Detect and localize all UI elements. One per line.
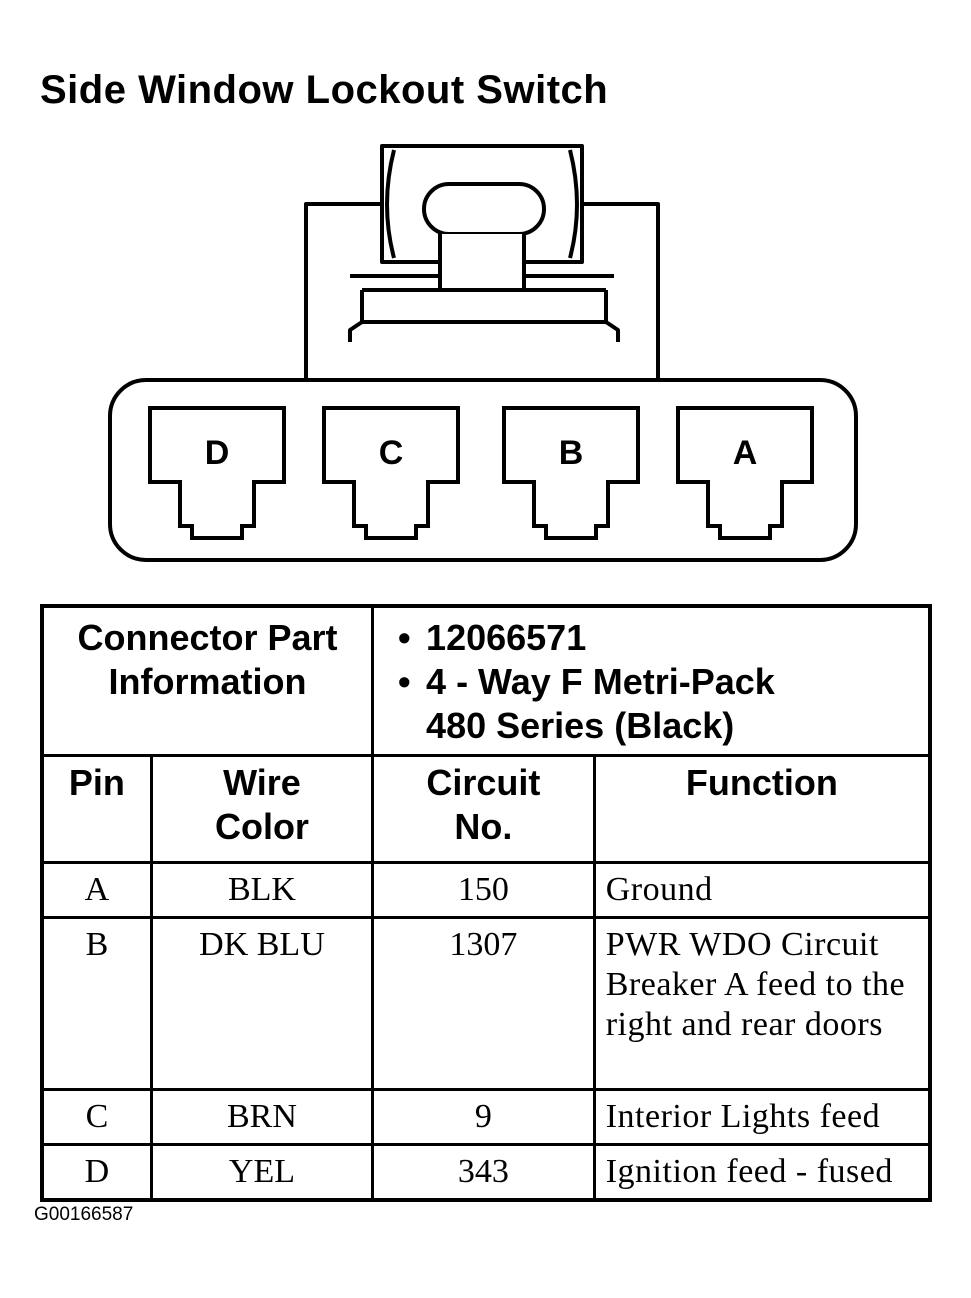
table-row: B DK BLU 1307 PWR WDO Circuit Breaker A … [40, 916, 932, 1091]
cavity-label: D [205, 434, 230, 472]
wire-color-cell: BLK [149, 861, 375, 919]
connector-cavity [502, 406, 640, 540]
cavity-label: C [379, 434, 404, 472]
pin-cell: A [40, 861, 153, 919]
connector-cavity [148, 406, 286, 540]
table-row: D YEL 343 Ignition feed - fused [40, 1143, 932, 1202]
pin-cell: C [40, 1088, 153, 1146]
table-row: A BLK 150 Ground [40, 861, 932, 919]
figure-id: G00166587 [34, 1204, 134, 1225]
circuit-no-cell: 9 [371, 1088, 596, 1146]
function-cell: PWR WDO Circuit Breaker A feed to the ri… [592, 916, 932, 1091]
part-number: 12066571 [426, 617, 587, 658]
part-type: 4 - Way F Metri-Pack [426, 661, 775, 702]
column-header-row: Pin Wire Color Circuit No. Function [40, 754, 932, 864]
connector-cavity [676, 406, 814, 540]
wire-color-cell: BRN [149, 1088, 375, 1146]
pin-cell: D [40, 1143, 153, 1202]
pin-cell: B [40, 916, 153, 1091]
part-info-row: Connector Part Information •12066571 •4 … [40, 604, 932, 757]
table-row: C BRN 9 Interior Lights feed [40, 1088, 932, 1146]
wire-color-cell: DK BLU [149, 916, 375, 1091]
header-pin: Pin [40, 754, 153, 864]
part-series: 480 Series (Black) [426, 705, 735, 746]
header-wire-color: Wire Color [149, 754, 375, 864]
cavity-label: A [733, 434, 758, 472]
cavity-label: B [559, 434, 584, 472]
header-function: Function [592, 754, 932, 864]
circuit-no-cell: 343 [371, 1143, 596, 1202]
circuit-no-cell: 150 [371, 861, 596, 919]
connector-info-table: Connector Part Information •12066571 •4 … [40, 604, 932, 1202]
connector-cavity [322, 406, 460, 540]
function-cell: Ground [592, 861, 932, 919]
header-circuit-no: Circuit No. [371, 754, 596, 864]
wire-color-cell: YEL [149, 1143, 375, 1202]
function-cell: Interior Lights feed [592, 1088, 932, 1146]
part-info-label: Connector Part Information [40, 604, 375, 757]
connector-body [108, 378, 858, 562]
circuit-no-cell: 1307 [371, 916, 596, 1091]
diagram-title: Side Window Lockout Switch [40, 68, 609, 112]
function-cell: Ignition feed - fused [592, 1143, 932, 1202]
part-info-values: •12066571 •4 - Way F Metri-Pack 480 Seri… [371, 604, 932, 757]
